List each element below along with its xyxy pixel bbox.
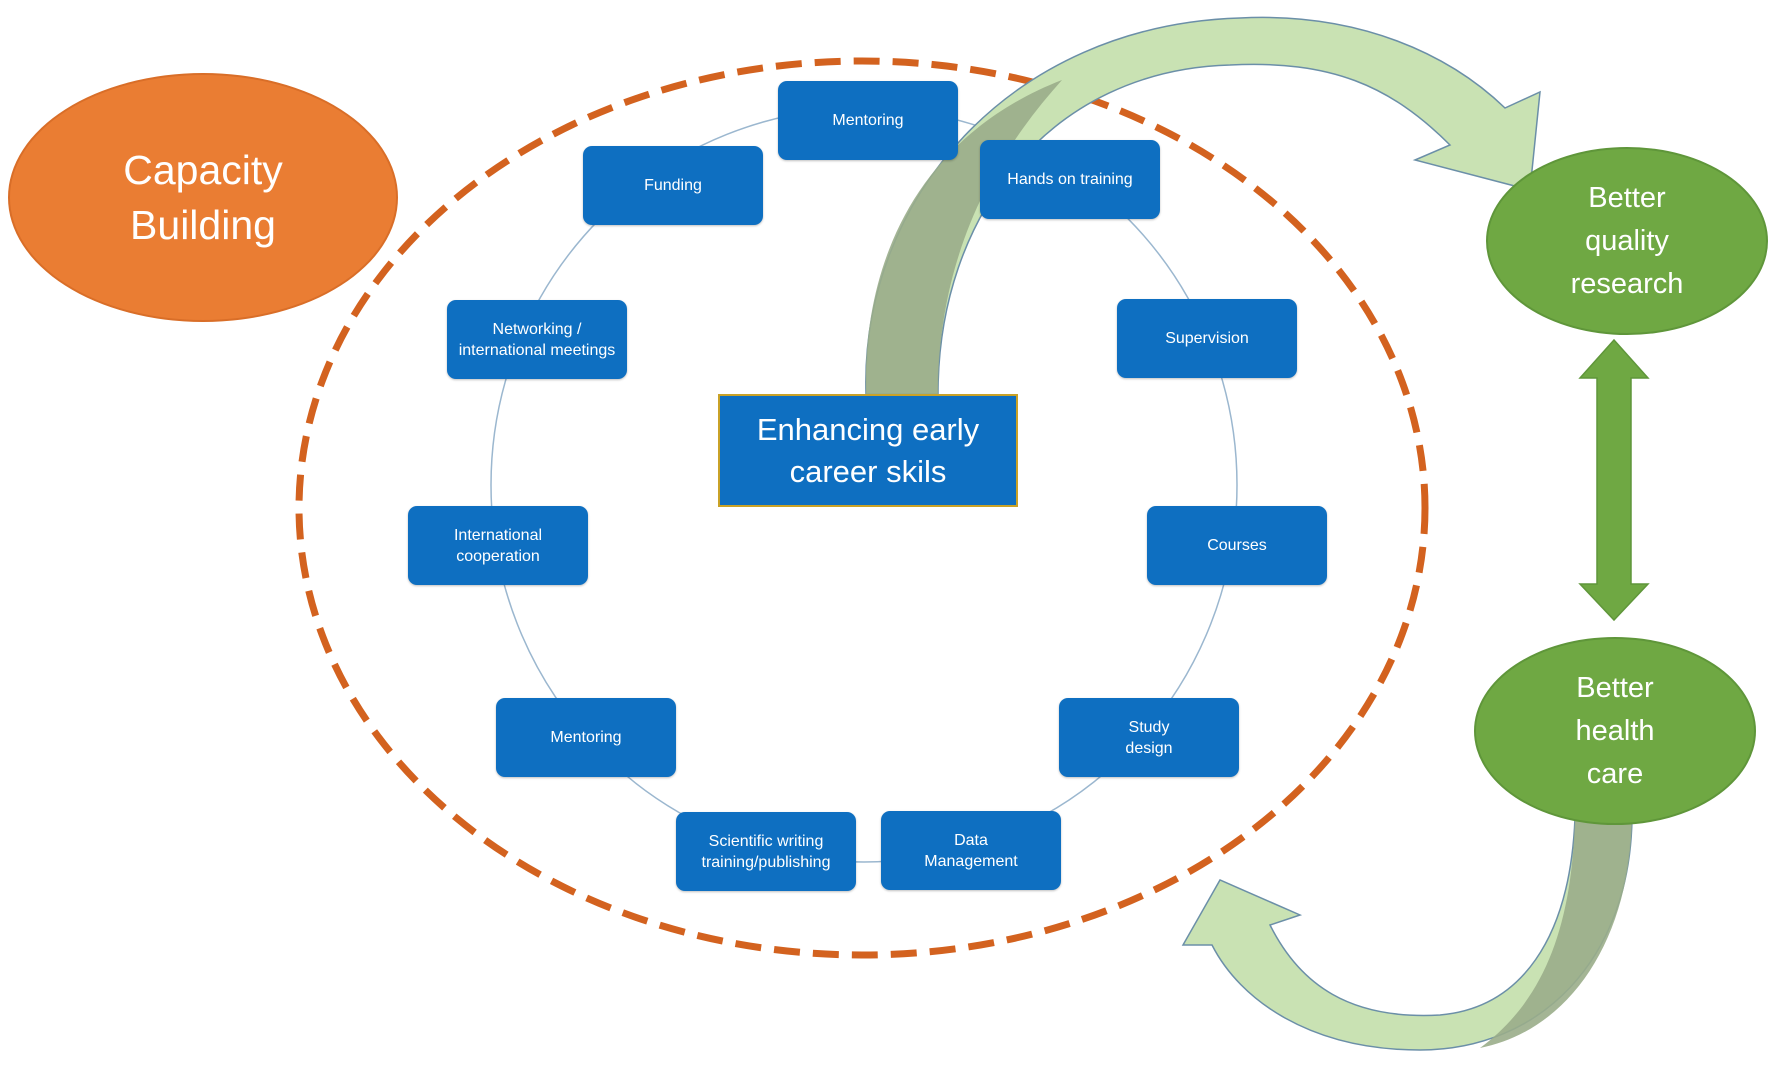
cycle-box-label: Scientific writing training/publishing [701,832,831,871]
cycle-box-data-management: Data Management [881,811,1061,890]
cycle-box-funding: Funding [583,146,763,225]
cycle-box-mentoring-top: Mentoring [778,81,958,160]
capacity-boundary [295,57,1429,959]
curved-arrow-dark-band-lower [1480,818,1632,1048]
center-label: Enhancing early career skils [756,411,980,489]
cycle-box-label: Networking / international meetings [458,320,616,359]
cycle-box-label: Supervision [1165,330,1249,347]
cycle-box-label: Mentoring [550,729,622,746]
cycle-box-label: Study design [1125,718,1173,757]
cycle-box-label: Funding [644,177,702,194]
curved-arrow-dark-band [865,80,1062,394]
cycle-box-international-cooperation: International cooperation [408,506,588,585]
cycle-box-label: International cooperation [453,526,543,565]
capacity-building-ellipse: Capacity Building [8,73,398,322]
cycle-box-networking: Networking / international meetings [447,300,627,379]
center-box: Enhancing early career skils [718,394,1018,507]
double-arrow-icon [1578,338,1650,622]
better-quality-research-label: Better quality research [1570,181,1684,300]
capacity-building-label: Capacity Building [123,146,283,248]
better-health-care-ellipse: Better health care [1474,637,1756,825]
cycle-box-label: Hands on training [1007,171,1133,188]
cycle-box-supervision: Supervision [1117,299,1297,378]
cycle-box-hands-on-training: Hands on training [980,140,1160,219]
cycle-box-study-design: Study design [1059,698,1239,777]
better-health-care-label: Better health care [1575,671,1655,790]
better-quality-research-ellipse: Better quality research [1486,147,1768,335]
cycle-box-courses: Courses [1147,506,1327,585]
cycle-box-scientific-writing: Scientific writing training/publishing [676,812,856,891]
cycle-box-label: Courses [1207,537,1267,554]
cycle-box-label: Data Management [924,831,1018,870]
cycle-box-mentoring-bottom: Mentoring [496,698,676,777]
cycle-box-label: Mentoring [832,112,904,129]
